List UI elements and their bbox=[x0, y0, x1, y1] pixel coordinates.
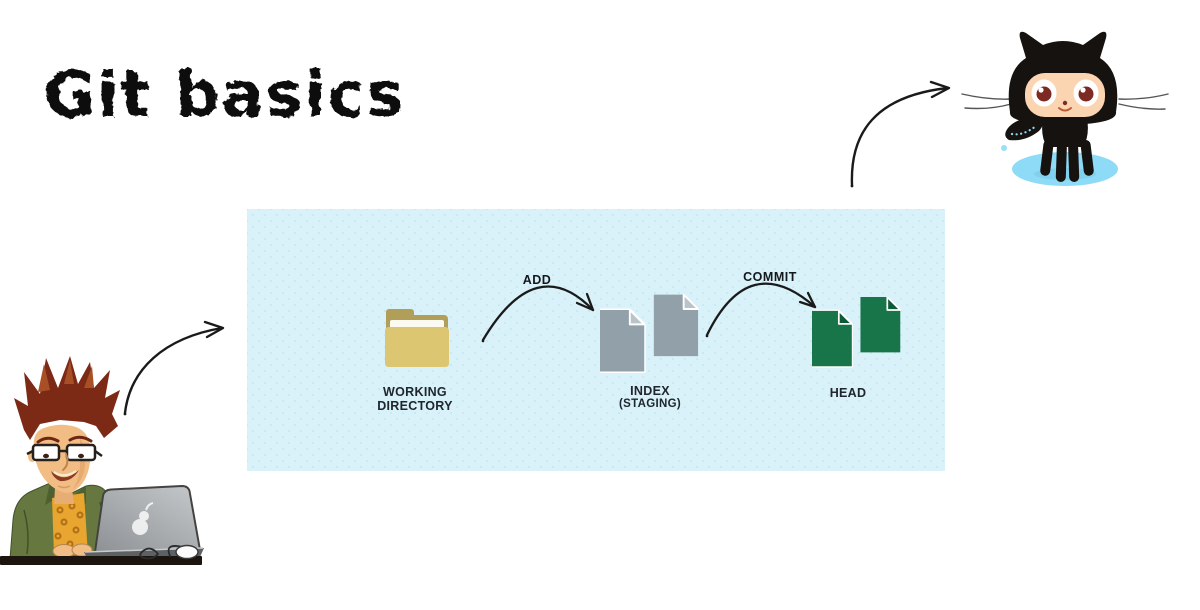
desk bbox=[0, 556, 202, 565]
curved-arrow-icon bbox=[123, 320, 225, 416]
index-documents-icon bbox=[600, 294, 700, 374]
git-workflow-panel: WORKING DIRECTORY INDEX (STAGING) bbox=[247, 209, 945, 471]
arrow-developer-to-panel bbox=[108, 310, 238, 425]
developer-mouth bbox=[51, 470, 79, 489]
add-arrow bbox=[481, 285, 595, 342]
page-title-text: Git basics bbox=[44, 58, 405, 131]
github-octocat-icon bbox=[961, 31, 1169, 186]
developer-nose bbox=[62, 453, 69, 471]
octocat-whiskers bbox=[961, 93, 1169, 110]
add-arrow-label: ADD bbox=[522, 273, 552, 287]
developer-at-laptop-icon bbox=[0, 356, 204, 565]
octocat-tentacles bbox=[1040, 139, 1094, 182]
stage-label-index: INDEX bbox=[630, 384, 670, 398]
developer-hair bbox=[14, 356, 120, 440]
stage-sublabel-staging: (STAGING) bbox=[619, 398, 681, 410]
arrow-to-octocat bbox=[820, 58, 970, 198]
octocat-illustration bbox=[948, 14, 1182, 200]
octocat-smile bbox=[1058, 107, 1072, 112]
octocat-eyes bbox=[1031, 79, 1099, 107]
commit-arrow bbox=[705, 282, 817, 337]
octocat-body bbox=[1042, 118, 1088, 147]
head-documents-icon bbox=[812, 297, 902, 368]
page-title-svg: Git basics bbox=[44, 58, 405, 131]
developer-shirt bbox=[52, 493, 88, 555]
stage-label-working-directory: WORKING DIRECTORY bbox=[377, 385, 453, 414]
commit-arrow-label: COMMIT bbox=[743, 270, 797, 284]
developer-glasses bbox=[26, 443, 103, 462]
folder-icon bbox=[380, 303, 454, 369]
mouse-icon bbox=[175, 544, 199, 560]
developer-eyebrows bbox=[36, 435, 93, 444]
octocat-nose bbox=[1062, 100, 1068, 106]
developer-illustration bbox=[0, 352, 205, 610]
pear-logo-icon bbox=[132, 502, 154, 535]
curved-arrow-icon bbox=[850, 80, 951, 188]
page-title: Git basics bbox=[42, 40, 442, 150]
stage-label-head: HEAD bbox=[829, 386, 867, 400]
